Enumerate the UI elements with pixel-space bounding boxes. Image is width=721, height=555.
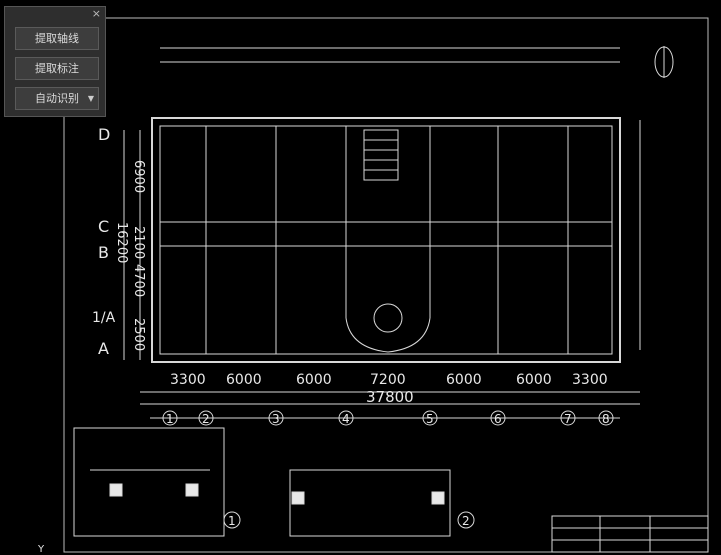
dim-horizontal: 6000 — [226, 372, 262, 388]
extract-dimension-label: 提取标注 — [35, 62, 79, 75]
dim-vertical: 4700 — [131, 264, 146, 297]
axis-col-label: 2 — [202, 412, 210, 426]
extract-dimension-button[interactable]: 提取标注 — [15, 57, 99, 80]
dim-horizontal: 6000 — [446, 372, 482, 388]
detail-2-outline — [289, 469, 451, 537]
dim-horizontal: 3300 — [170, 372, 206, 388]
detail-1-outline — [73, 427, 225, 537]
axis-row-label: C — [98, 217, 109, 236]
dim-horizontal: 6000 — [516, 372, 552, 388]
dim-vertical: 2100 — [131, 226, 146, 259]
axis-row-label: B — [98, 243, 109, 262]
detail-label: 1 — [228, 514, 236, 528]
building-inner — [159, 125, 613, 355]
axis-row-label: A — [98, 339, 109, 358]
axis-row-labels: D C B 1/A A — [92, 125, 116, 358]
dim-horizontal: 6000 — [296, 372, 332, 388]
axis-col-label: 7 — [564, 412, 572, 426]
close-icon[interactable]: × — [91, 7, 101, 20]
axis-col-label: 3 — [272, 412, 280, 426]
auto-recognize-label: 自动识别 — [35, 92, 79, 105]
axis-col-label: 8 — [602, 412, 610, 426]
stair-block — [363, 129, 399, 181]
axis-col-labels — [162, 410, 614, 426]
extract-axis-label: 提取轴线 — [35, 32, 79, 45]
dim-vertical: 6900 — [131, 160, 146, 193]
building-outline — [151, 117, 621, 363]
axis-row-label: 1/A — [92, 310, 116, 326]
title-block — [551, 515, 709, 553]
vertical-dimensions: 6900 16200 2100 4700 2500 — [114, 160, 146, 351]
extract-axis-button[interactable]: 提取轴线 — [15, 27, 99, 50]
entrance-curve-right — [387, 317, 431, 353]
axis-row-label: D — [98, 125, 110, 144]
ucs-y-mark: Y — [37, 544, 45, 555]
axis-col-label: 5 — [426, 412, 434, 426]
horizontal-dimensions: 3300 6000 6000 7200 6000 6000 3300 37800 — [170, 372, 608, 406]
chevron-down-icon[interactable]: ▼ — [87, 94, 94, 103]
drawing-frame — [63, 17, 709, 553]
dim-horizontal-total: 37800 — [366, 388, 414, 406]
dim-vertical-total: 16200 — [114, 222, 129, 263]
dim-horizontal: 3300 — [572, 372, 608, 388]
dim-horizontal: 7200 — [370, 372, 406, 388]
axis-col-label: 1 — [166, 412, 174, 426]
extraction-panel: × 提取轴线 提取标注 自动识别 ▼ — [4, 6, 106, 117]
detail-label: 2 — [462, 514, 470, 528]
axis-col-label: 6 — [494, 412, 502, 426]
auto-recognize-dropdown[interactable]: 自动识别 ▼ — [15, 87, 99, 110]
axis-col-label: 4 — [342, 412, 350, 426]
dim-vertical: 2500 — [131, 318, 146, 351]
entrance-circle — [373, 303, 403, 333]
entrance-curve-left — [345, 317, 389, 353]
